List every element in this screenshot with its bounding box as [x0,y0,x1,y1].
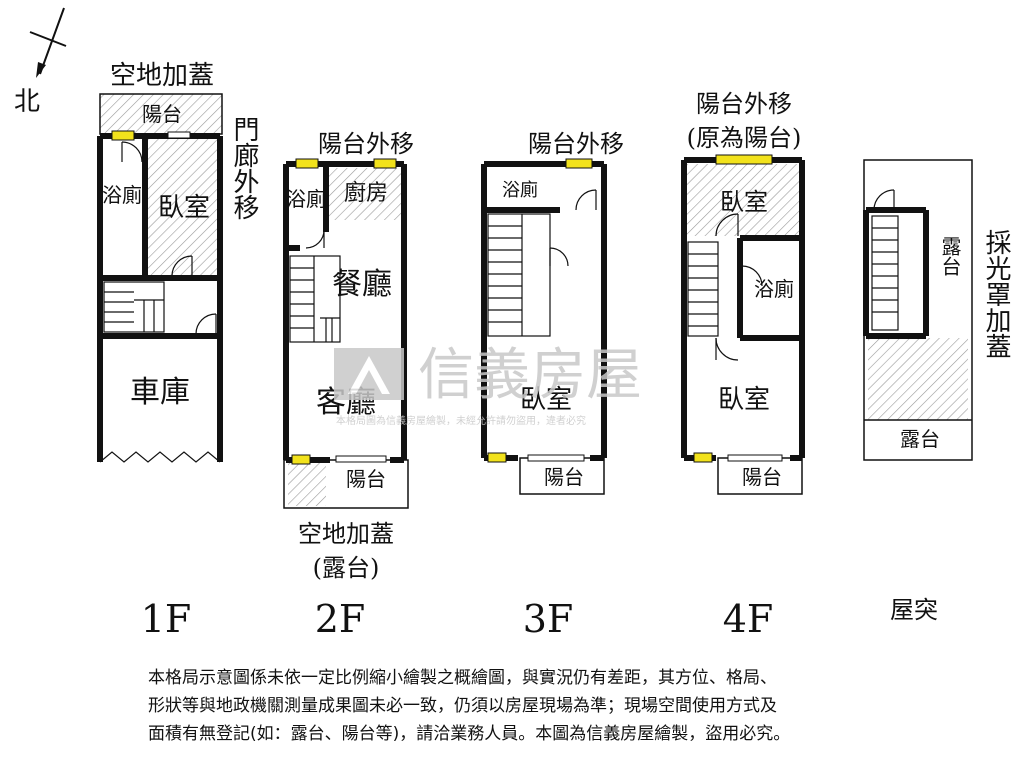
watermark-notice: 本格局圖為信義房屋繪製，未經允許請勿盜用，違者必究 [336,414,586,427]
floor-2f-bottom-note-1: 空地加蓋 [298,520,394,548]
floor-3f-balcony-label: 陽台 [544,465,584,489]
floor-4f-top-note-1: 陽台外移 [696,90,792,118]
roof-skylight-area [868,338,968,420]
watermark-logo [334,348,404,400]
floor-1f-balcony [99,93,223,135]
floor-2f-kitchen-label: 廚房 [344,181,388,206]
floor-4f: 陽台外移 (原為陽台) 臥室 浴廁 [681,90,805,641]
watermark-brand: 信義房屋 [418,343,642,408]
north-arrow: 北 [14,7,67,117]
floor-1f: 空地加蓋 陽台 [97,61,259,641]
floor-4f-bedroom-label: 臥室 [718,385,770,415]
floor-2f-balcony-label: 陽台 [346,467,386,491]
floor-3f-bedroom-label: 臥室 [520,385,572,415]
floor-1f-garage-label: 車庫 [130,375,190,410]
floor-2f: 陽台外移 浴廁 廚房 餐廳 [283,130,414,641]
floor-4f-bedroom-top [686,164,802,236]
floor-3f-label: 3F [523,597,574,641]
floor-3f-stairs [487,213,551,337]
floor-1f-stairs [103,281,165,333]
disclaimer-line-2: 形狀等與地政機關測量成果圖未必一致，仍須以房屋現場為準；現場空間使用方式及 [148,696,777,716]
floor-2f-kitchen [328,168,404,220]
floor-3f: 陽台外移 浴廁 臥室 陽台 3F [481,130,624,641]
floor-4f-bedroom-top-label: 臥室 [720,188,768,216]
floor-1f-balcony-label: 陽台 [142,102,182,126]
roof-stairs [871,215,899,331]
floor-1f-bedroom-label: 臥室 [158,193,210,223]
floor-4f-bath-label: 浴廁 [754,277,794,301]
floor-4f-stairs [687,241,719,337]
floor-4f-balcony-label: 陽台 [742,465,782,489]
floor-3f-bath-label: 浴廁 [502,179,538,201]
floor-4f-top-note-2: (原為陽台) [687,124,802,152]
roof-terrace-bottom-label: 露台 [900,427,940,451]
roof-label: 屋突 [890,596,938,624]
floor-2f-stairs [289,255,341,343]
roof-terrace-top-label: 露台 [938,236,962,276]
floor-1f-top-note: 空地加蓋 [110,61,214,91]
roof-side-note: 採光罩加蓋 [981,229,1011,359]
north-label: 北 [14,87,40,117]
floor-4f-label: 4F [723,597,774,641]
disclaimer: 本格局示意圖係未依一定比例縮小繪製之概繪圖，與實況仍有差距，其方位、格局、 形狀… [148,664,968,748]
floor-2f-dining-label: 餐廳 [332,267,392,302]
disclaimer-line-1: 本格局示意圖係未依一定比例縮小繪製之概繪圖，與實況仍有差距，其方位、格局、 [148,668,777,688]
floor-2f-label: 2F [315,597,366,641]
disclaimer-line-3: 面積有無登記(如：露台、陽台等)，請洽業務人員。本圖為信義房屋繪製，盜用必究。 [148,724,791,744]
floor-1f-label: 1F [141,597,192,641]
floor-3f-top-note: 陽台外移 [528,130,624,158]
floor-2f-bottom-note-2: (露台) [313,554,380,582]
floor-1f-bedroom [148,138,220,276]
floor-2f-bath-label: 浴廁 [286,187,326,211]
floor-roof: 露台 露台 採光罩加蓋 屋突 [863,159,1011,624]
floor-1f-side-note: 門廊外移 [229,116,259,220]
watermark: 信義房屋 本格局圖為信義房屋繪製，未經允許請勿盜用，違者必究 [334,343,642,427]
floor-1f-bath-label: 浴廁 [102,183,142,207]
floor-2f-top-note: 陽台外移 [318,130,414,158]
